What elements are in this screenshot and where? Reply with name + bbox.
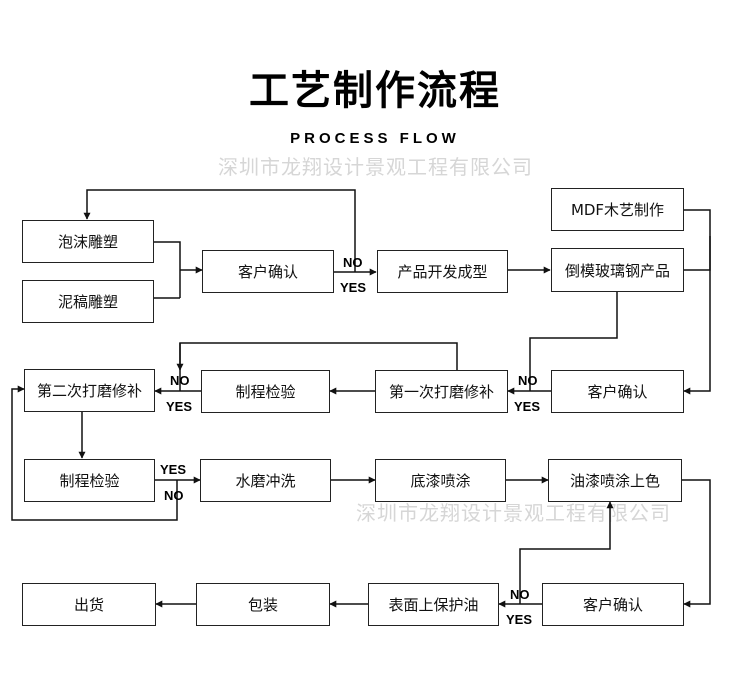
step-clay: 泥稿雕塑 [22,280,154,323]
step-confirm1: 客户确认 [202,250,334,293]
watermark-bottom: 深圳市龙翔设计景观工程有限公司 [356,501,671,525]
arrow-confirm1-no [83,189,356,272]
label-inspect2-yes: YES [160,462,187,477]
arrow-confirm3-no [519,501,614,604]
label-confirm3-no: NO [510,587,530,602]
step-oil: 表面上保护油 [368,583,499,626]
label-confirm1-no: NO [343,255,363,270]
arrow-inspect2-no [11,385,178,521]
step-topcoat: 油漆喷涂上色 [548,459,682,502]
step-foam: 泡沫雕塑 [22,220,154,263]
label-confirm2-yes: YES [514,399,541,414]
step-inspect1: 制程检验 [201,370,330,413]
watermark-top: 深圳市龙翔设计景观工程有限公司 [218,155,533,179]
label-inspect1-yes: YES [166,399,193,414]
step-develop: 产品开发成型 [377,250,508,293]
step-polish2: 第二次打磨修补 [24,369,155,412]
page-subtitle: PROCESS FLOW [290,130,460,147]
arrow-confirm2-no [529,292,618,391]
label-confirm2-no: NO [518,373,538,388]
step-primer: 底漆喷涂 [375,459,506,502]
step-ship: 出货 [22,583,156,626]
page-title: 工艺制作流程 [249,67,501,114]
label-inspect2-no: NO [164,488,184,503]
label-confirm3-yes: YES [506,612,533,627]
step-polish1: 第一次打磨修补 [375,370,508,413]
step-wash: 水磨冲洗 [200,459,331,502]
connector-mdf [684,209,711,271]
connector-foam-merge [154,241,181,298]
arrow-topcoat-to-confirm3 [682,479,711,608]
step-pack: 包装 [196,583,330,626]
step-inspect2: 制程检验 [24,459,155,502]
label-confirm1-yes: YES [340,280,367,295]
step-confirm3: 客户确认 [542,583,684,626]
step-confirm2: 客户确认 [551,370,684,413]
step-mdf: MDF木艺制作 [551,188,684,231]
label-inspect1-no: NO [170,373,190,388]
step-frp: 倒模玻璃钢产品 [551,248,684,292]
arrow-to-confirm2 [683,236,711,395]
